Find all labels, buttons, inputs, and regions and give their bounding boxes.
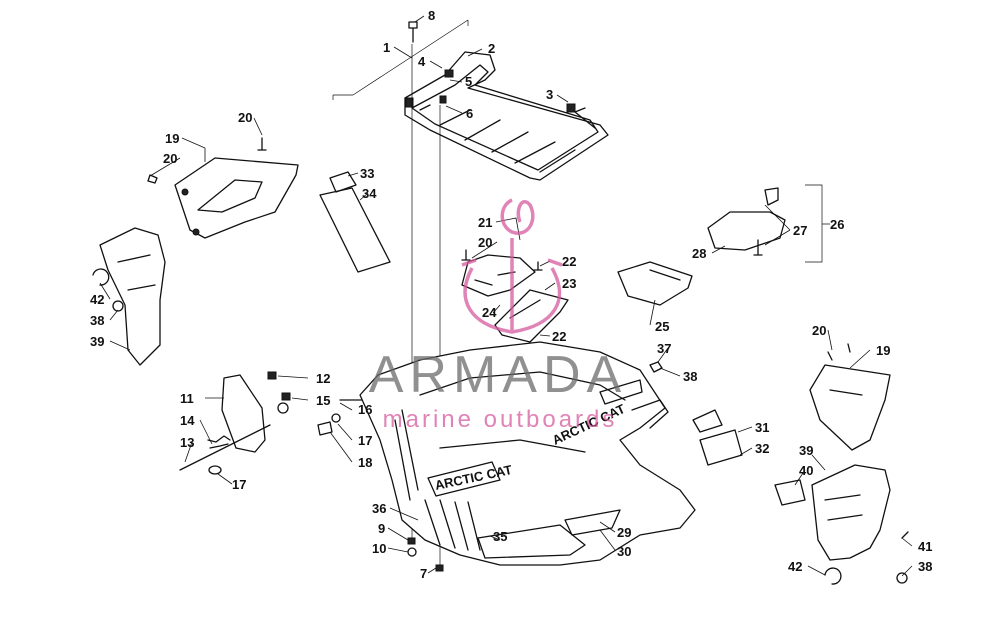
right-splash-guard — [774, 464, 909, 585]
callout-label: 22 — [552, 329, 566, 344]
decals-31-32 — [692, 409, 743, 466]
callout-label: 30 — [617, 544, 631, 559]
callout-label: 3 — [546, 87, 553, 102]
callout-label: 29 — [617, 525, 631, 540]
callout-label: 22 — [562, 254, 576, 269]
leader-lines — [99, 15, 913, 577]
callout-label: 18 — [358, 455, 372, 470]
callout-label: 34 — [362, 186, 377, 201]
callout-label: 5 — [465, 74, 472, 89]
callout-label: 35 — [493, 529, 507, 544]
callout-label: 26 — [830, 217, 844, 232]
callout-label: 11 — [180, 391, 194, 406]
callout-label: 16 — [358, 402, 372, 417]
callout-label: 20 — [478, 235, 492, 250]
callout-label: 19 — [876, 343, 890, 358]
left-side-panel — [147, 137, 299, 239]
watermark: ARMADA marine outboards — [369, 198, 627, 433]
callout-label: 25 — [655, 319, 669, 334]
callout-label: 31 — [755, 420, 769, 435]
callout-label: 20 — [163, 151, 177, 166]
callout-label: 32 — [755, 441, 769, 456]
hardware-fasteners — [407, 361, 663, 572]
callout-label: 4 — [418, 54, 426, 69]
callout-label: 27 — [793, 223, 807, 238]
callout-label: 37 — [657, 341, 671, 356]
callout-label: 13 — [180, 435, 194, 450]
callout-label: 20 — [238, 110, 252, 125]
anchor-logo — [461, 198, 563, 334]
watermark-title: ARMADA — [369, 346, 627, 404]
callout-label: 20 — [812, 323, 826, 338]
watermark-subtitle: marine outboards — [383, 406, 618, 433]
callout-label: 36 — [372, 501, 386, 516]
callout-label: 42 — [90, 292, 104, 307]
decals-33-34 — [319, 171, 391, 273]
cap-assembly — [707, 184, 830, 263]
callout-labels: 1 2 3 4 5 6 7 8 9 10 11 12 13 14 15 16 1… — [90, 8, 932, 581]
callout-label: 38 — [683, 369, 697, 384]
callout-label: 8 — [428, 8, 435, 23]
right-side-panel — [809, 343, 891, 451]
callout-label: 38 — [918, 559, 932, 574]
callout-label: 2 — [488, 41, 495, 56]
callout-label: 14 — [180, 413, 195, 428]
front-fender: ARCTIC CAT ARCTIC CAT — [359, 341, 696, 566]
callout-label: 42 — [788, 559, 802, 574]
callout-label: 17 — [358, 433, 372, 448]
callout-label: 6 — [466, 106, 473, 121]
callout-label: 17 — [232, 477, 246, 492]
callout-label: 10 — [372, 541, 386, 556]
small-hood — [617, 261, 693, 306]
callout-label: 21 — [478, 215, 492, 230]
left-splash-guard — [92, 227, 166, 366]
callout-label: 39 — [90, 334, 104, 349]
callout-label: 39 — [799, 443, 813, 458]
callout-label: 41 — [918, 539, 932, 554]
callout-label: 23 — [562, 276, 576, 291]
callout-label: 33 — [360, 166, 374, 181]
callout-label: 28 — [692, 246, 706, 261]
left-headlight-mount — [179, 371, 363, 475]
callout-label: 19 — [165, 131, 179, 146]
callout-label: 15 — [316, 393, 330, 408]
callout-label: 24 — [482, 305, 497, 320]
callout-label: 1 — [383, 40, 390, 55]
callout-label: 38 — [90, 313, 104, 328]
callout-label: 7 — [420, 566, 427, 581]
callout-label: 40 — [799, 463, 813, 478]
callout-label: 12 — [316, 371, 330, 386]
callout-label: 9 — [378, 521, 385, 536]
